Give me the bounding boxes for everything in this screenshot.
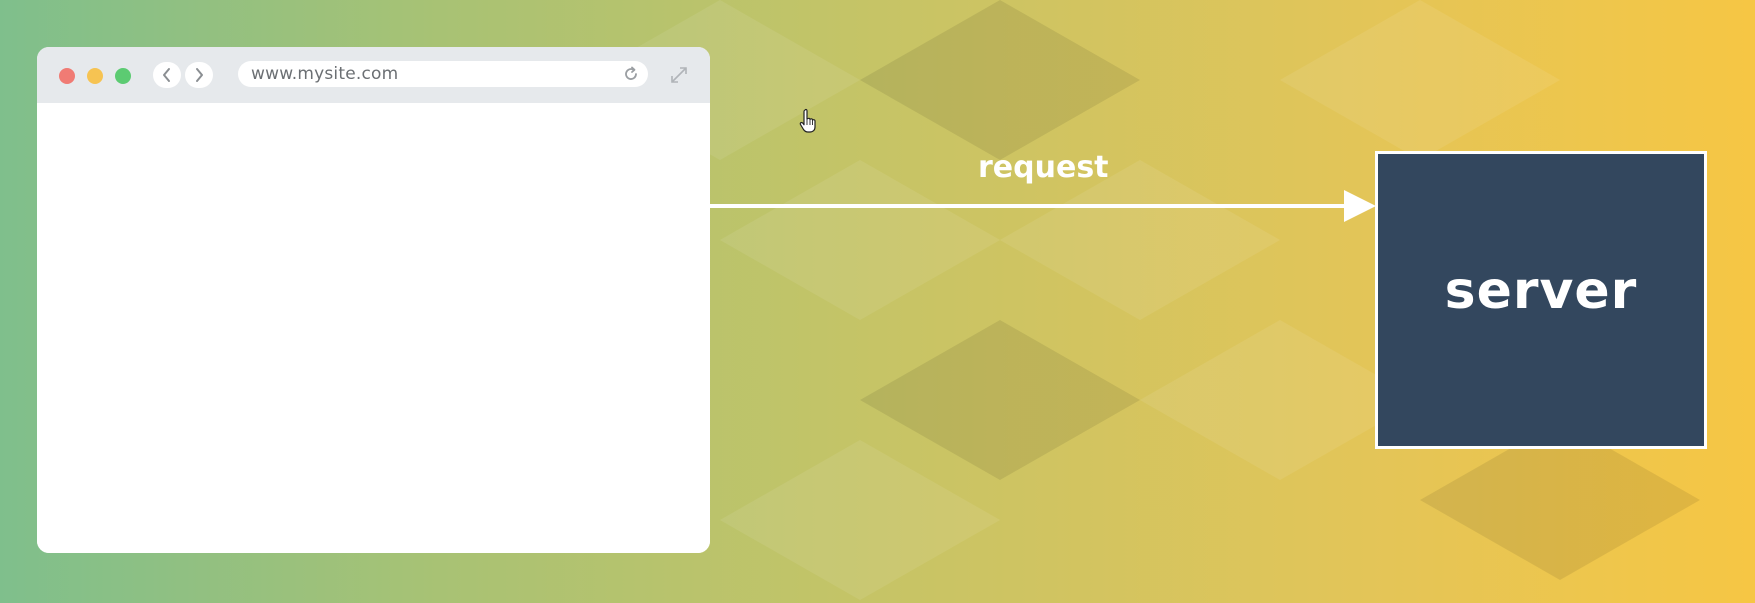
- chevron-left-icon: [163, 68, 170, 82]
- browser-toolbar: www.mysite.com: [37, 47, 710, 103]
- browser-window: www.mysite.com: [37, 47, 710, 553]
- url-text: www.mysite.com: [251, 64, 399, 84]
- maximize-window-button[interactable]: [115, 68, 131, 84]
- request-label: request: [978, 150, 1109, 185]
- request-arrow: [710, 190, 1376, 222]
- address-bar[interactable]: www.mysite.com: [238, 61, 648, 87]
- back-button[interactable]: [153, 62, 181, 88]
- server-label: server: [1444, 261, 1638, 321]
- forward-button[interactable]: [185, 62, 213, 88]
- reload-icon[interactable]: [622, 65, 640, 83]
- close-window-button[interactable]: [59, 68, 75, 84]
- expand-icon[interactable]: [668, 64, 690, 86]
- browser-viewport: [37, 103, 710, 553]
- server-box: server: [1375, 151, 1707, 449]
- chevron-right-icon: [196, 68, 203, 82]
- hand-pointer-icon: [799, 108, 816, 133]
- minimize-window-button[interactable]: [87, 68, 103, 84]
